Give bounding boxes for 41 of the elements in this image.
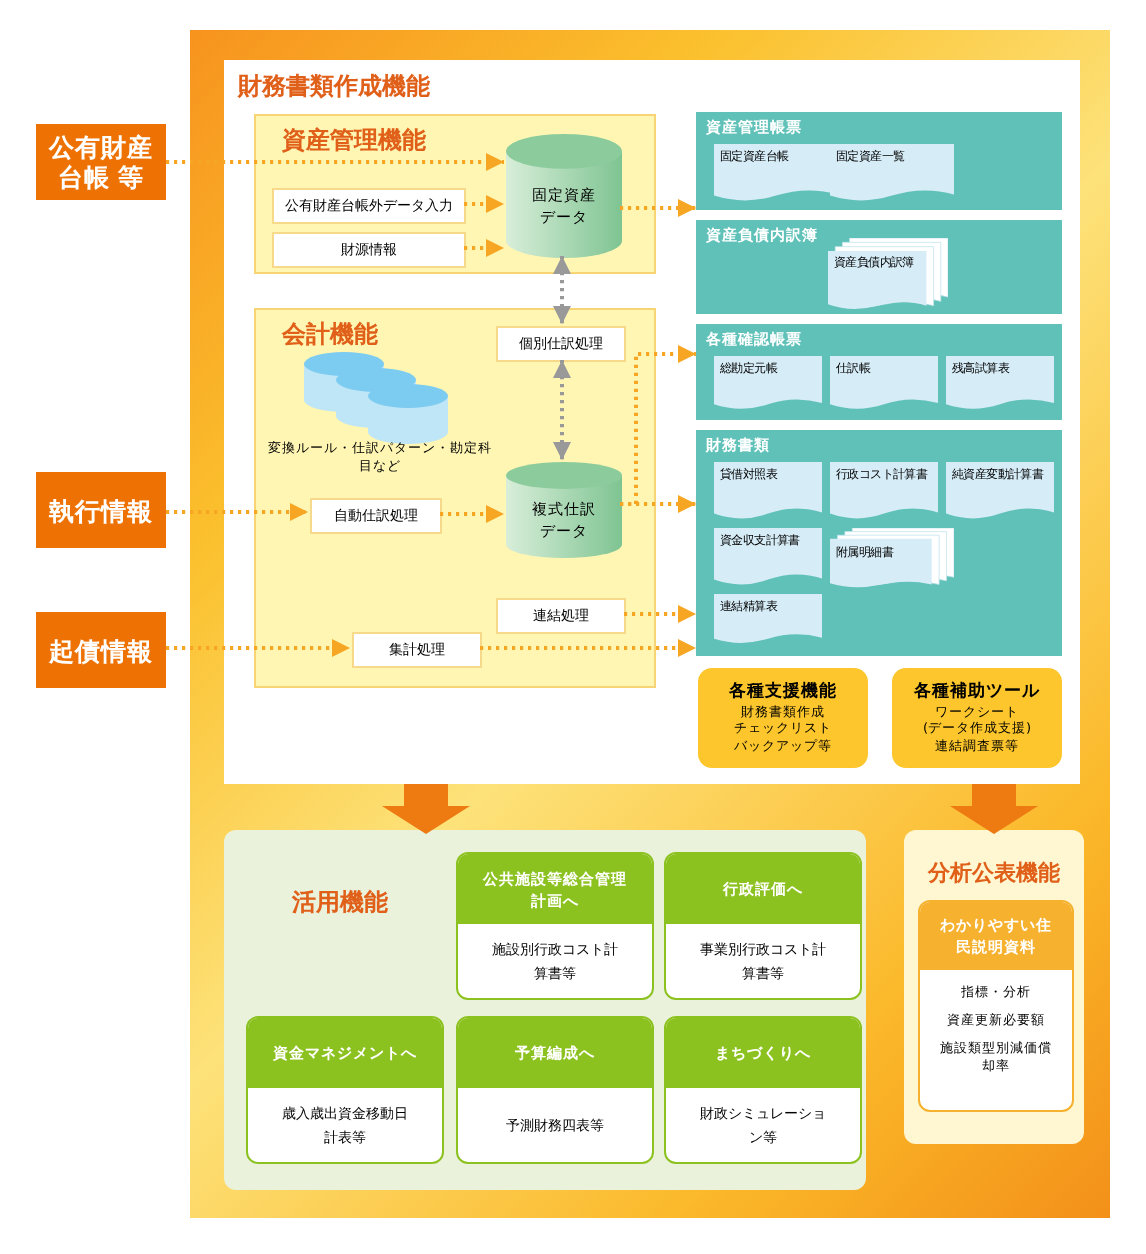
arrow	[480, 639, 696, 657]
box-title: 各種支援機能	[729, 681, 837, 704]
input-box: 起債情報	[36, 612, 166, 688]
analysis-panel	[904, 830, 1084, 1144]
panel-title: 活用機能	[292, 886, 388, 920]
card	[664, 852, 862, 1000]
report-panel	[696, 112, 1062, 210]
arrow	[440, 505, 504, 523]
arrow	[166, 639, 350, 657]
arrow	[553, 256, 571, 324]
card	[246, 1016, 444, 1164]
card	[918, 900, 1074, 1112]
report-panel	[696, 220, 1062, 314]
card	[456, 1016, 654, 1164]
arrow	[464, 195, 504, 213]
main-panel	[224, 60, 1080, 784]
panel-title: 会計機能	[282, 318, 378, 352]
box-title: 各種補助ツール	[914, 681, 1040, 704]
arrow	[620, 199, 696, 217]
report-panel	[696, 430, 1062, 656]
arrow	[464, 239, 504, 257]
arrow	[553, 360, 571, 460]
input-box: 執行情報	[36, 472, 166, 548]
card	[664, 1016, 862, 1164]
feature-box	[892, 668, 1062, 768]
arrow	[166, 153, 504, 171]
arrow	[950, 784, 1038, 834]
panel-title: 財務書類作成機能	[238, 70, 430, 104]
panel-title: 分析公表機能	[926, 858, 1062, 888]
function-panel	[254, 308, 656, 688]
arrow	[166, 503, 308, 521]
usage-panel	[224, 830, 866, 1190]
panel-title: 資産管理機能	[282, 124, 426, 158]
input-box: 公有財産台帳 等	[36, 124, 166, 200]
arrow	[620, 495, 696, 513]
arrow	[382, 784, 470, 834]
report-panel	[696, 324, 1062, 420]
arrow	[624, 605, 696, 623]
feature-box	[698, 668, 868, 768]
card	[456, 852, 654, 1000]
function-panel	[254, 114, 656, 274]
